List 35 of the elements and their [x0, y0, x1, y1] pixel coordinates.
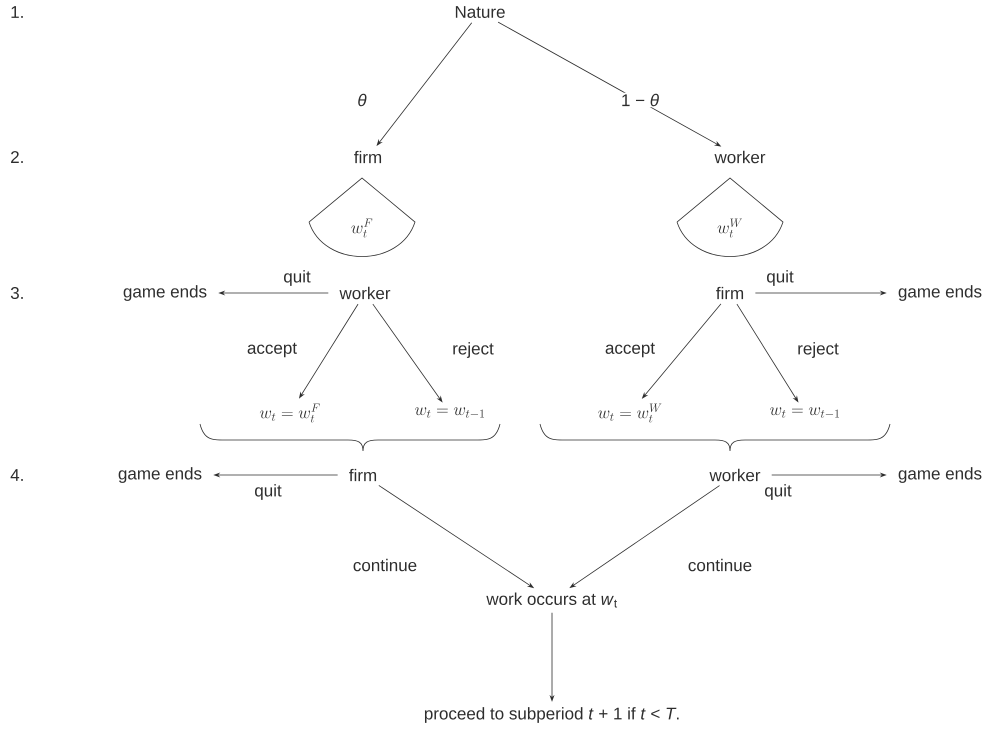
node-label: firm: [349, 468, 376, 482]
payoff-formula: $w_t = w_t^F$: [260, 404, 320, 422]
node-label: game ends: [118, 467, 202, 483]
node-label: firm: [716, 286, 744, 300]
node-label: game ends: [124, 285, 206, 301]
edge-label: accept: [604, 342, 656, 358]
payoff-formula: $w_t = w_{t-1}$: [770, 407, 840, 418]
node-label: game ends: [898, 467, 982, 483]
node-label: worker: [714, 150, 766, 164]
edge-label: continue: [352, 558, 418, 572]
node-label: Nature: [456, 6, 505, 18]
edge-label: accept: [246, 342, 298, 358]
edge-label: reject: [796, 341, 840, 359]
stage-number: 1.: [12, 6, 23, 18]
node-label: firm: [354, 150, 382, 164]
edge-label: 1 − θ: [620, 92, 660, 108]
payoff-formula: $w_t = w_{t-1}$: [415, 407, 484, 418]
node-label: proceed to subperiod t + 1 if t < T.: [424, 707, 679, 723]
edge-label: θ: [356, 92, 368, 108]
edge-label: quit: [253, 483, 283, 501]
edge-label: reject: [451, 341, 495, 359]
node-label: worker: [709, 468, 760, 482]
stage-number: 4.: [10, 469, 23, 481]
edge-label: quit: [763, 483, 793, 501]
node-label: game ends: [898, 285, 982, 301]
edge-label: quit: [282, 269, 312, 287]
offer-sector: $w_t^W$: [676, 178, 784, 257]
stage-number: 2.: [11, 151, 23, 163]
edge-label: continue: [686, 558, 754, 572]
offer-sector: $w_t^F$: [308, 178, 416, 257]
payoff-formula: $w_t = w_t^W$: [598, 404, 662, 422]
edge-label: quit: [765, 269, 795, 287]
node-label: worker: [339, 286, 390, 300]
stage-number: 3.: [10, 286, 23, 300]
node-label: work occurs at w$_{t}$: [486, 592, 618, 608]
